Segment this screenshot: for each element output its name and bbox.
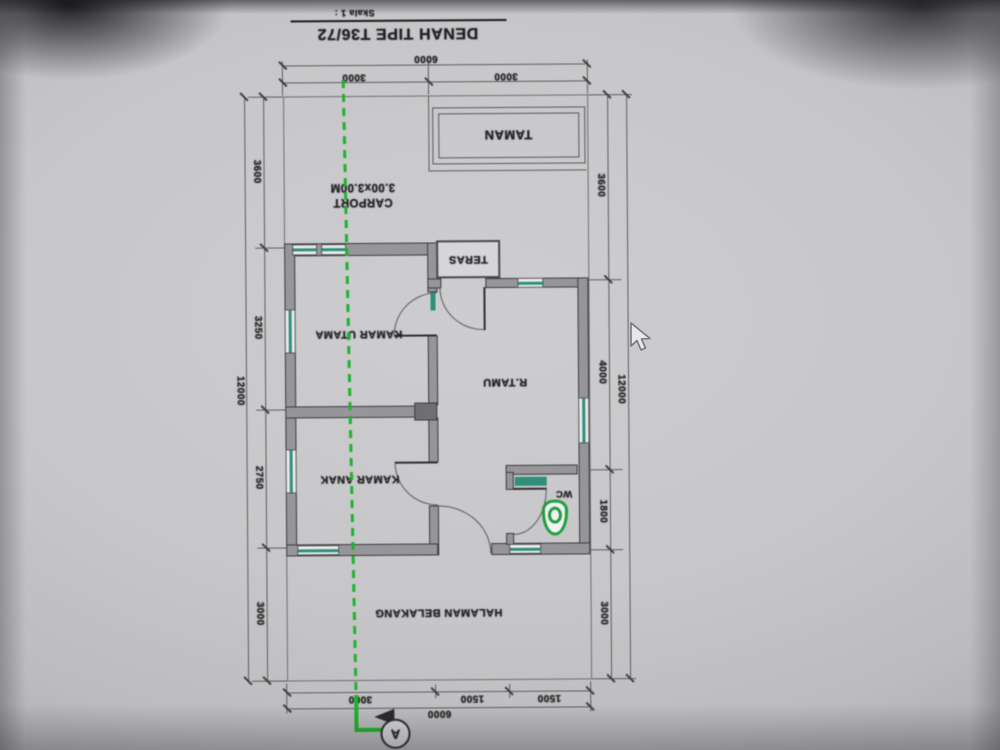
scale-note: Skala 1 : <box>334 7 375 19</box>
section-line-elbow-h <box>354 727 383 732</box>
section-line-elbow-v <box>354 695 358 732</box>
dim-top-total: 6000 <box>413 52 438 65</box>
dim-left-seg4: 3000 <box>254 601 266 626</box>
wall-interior-a2 <box>427 335 439 406</box>
room-label-wc: WC <box>555 487 573 500</box>
wall-bedroom-divider-cap <box>414 402 438 421</box>
dim-bottom-seg1: 3000 <box>348 693 373 705</box>
dim-top-seg2: 3000 <box>493 70 518 82</box>
room-label-kamar-anak: KAMAR ANAK <box>319 472 400 486</box>
dim-ext-left-4 <box>257 547 287 550</box>
room-label-teras: TERAS <box>448 253 488 266</box>
window-kamar-utama <box>284 309 296 354</box>
section-marker: A <box>380 718 411 749</box>
window-back-1 <box>297 545 340 556</box>
wall-interior-a3 <box>428 417 439 463</box>
dim-top-seg1: 3000 <box>341 71 366 83</box>
dim-left-seg2: 3250 <box>252 315 264 340</box>
dim-right-seg3: 1800 <box>597 499 609 524</box>
window-kamar-anak <box>285 449 297 494</box>
dim-line-right-inner <box>607 94 613 680</box>
door-leaf-entry <box>483 287 486 331</box>
window-right-wall <box>578 397 590 444</box>
wall-wc-top <box>505 464 578 475</box>
dim-right-seg1: 3600 <box>595 173 607 198</box>
room-label-kamar-utama: KAMAR UTAMA <box>315 327 403 341</box>
dim-right-total: 12000 <box>615 374 627 405</box>
dim-right-seg4: 3000 <box>598 601 610 626</box>
door-jamb-kamar-utama <box>430 292 436 311</box>
title-underline <box>290 18 507 23</box>
wall-front-rtamu-mid <box>485 277 520 289</box>
drawing-title: DENAH TIPE T36/72 <box>316 24 479 43</box>
room-label-taman: TAMAN <box>484 127 533 143</box>
window-back-wc <box>509 543 542 554</box>
dim-left-total: 12000 <box>234 375 246 406</box>
dim-ext-right-2 <box>589 279 622 281</box>
dim-line-right-outer <box>626 94 632 680</box>
carport-size: 3.00x3.00M <box>330 180 396 194</box>
dim-left-seg3: 2750 <box>253 465 265 490</box>
carport-name: CARPORT <box>332 195 393 209</box>
dim-line-top-inner <box>282 80 588 84</box>
dim-ext-left-3 <box>256 409 286 412</box>
room-label-carport: CARPORT 3.00x3.00M <box>330 179 395 209</box>
dim-bottom-seg3: 1500 <box>537 692 562 704</box>
dim-right-seg2: 4000 <box>596 360 608 385</box>
wall-left-exterior <box>284 243 298 557</box>
wc-sink-counter <box>514 476 547 486</box>
dim-ext-right-3 <box>590 469 623 471</box>
dim-left-seg1: 3600 <box>250 159 263 184</box>
room-label-halaman-belakang: HALAMAN BELAKANG <box>374 605 503 619</box>
dim-bottom-seg2: 1500 <box>460 692 485 704</box>
section-marker-label: A <box>390 726 401 742</box>
window-front-1 <box>292 244 318 256</box>
mouse-cursor-icon <box>630 322 651 351</box>
dim-ext-left-2 <box>255 247 285 250</box>
room-label-rtamu: R.TAMU <box>482 375 528 389</box>
window-rtamu-front <box>517 277 544 288</box>
dim-bottom-total: 6000 <box>427 707 452 720</box>
dim-ext-right-4 <box>591 549 624 551</box>
window-front-2 <box>321 244 347 256</box>
dim-line-left-inner <box>263 96 269 682</box>
wall-wc-left-upper <box>505 471 514 490</box>
